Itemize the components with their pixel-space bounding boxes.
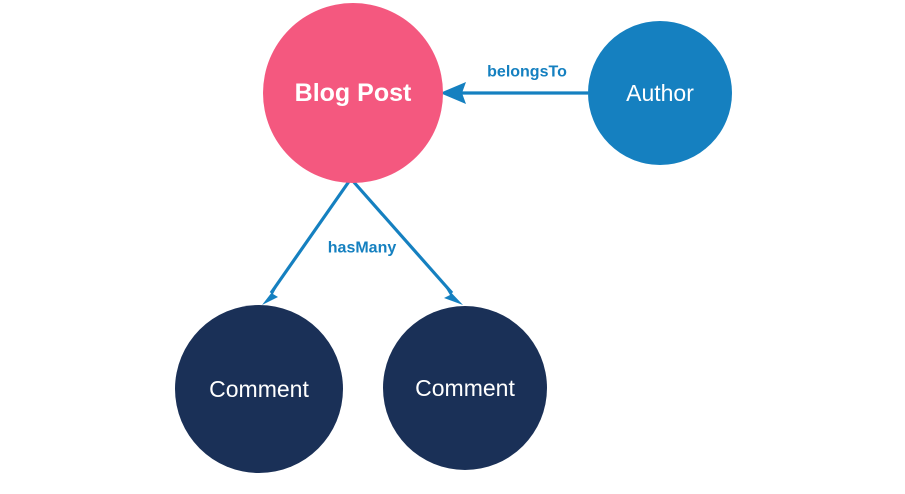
node-blog-post-circle	[263, 3, 443, 183]
edge-has-many[interactable]	[262, 178, 463, 305]
edge-belongs-to-arrowhead	[440, 82, 466, 104]
edge-label-belongs-to: belongsTo	[487, 64, 567, 81]
node-comment-2-circle	[383, 306, 547, 470]
node-blog-post-label: Blog Post	[295, 79, 412, 107]
node-blog-post[interactable]: Blog Post	[263, 3, 443, 183]
node-comment-1-circle	[175, 305, 343, 473]
edge-has-many-left-line	[269, 179, 352, 294]
node-comment-2[interactable]: Comment	[383, 306, 547, 470]
edge-belongs-to[interactable]	[440, 82, 588, 104]
edge-has-many-right-line	[350, 178, 454, 295]
edge-has-many-left-arrowhead	[262, 283, 279, 305]
node-comment-2-label: Comment	[415, 375, 515, 401]
node-comment-1-label: Comment	[209, 376, 309, 402]
node-author[interactable]: Author	[588, 21, 732, 165]
edge-label-has-many: hasMany	[328, 240, 397, 257]
edge-has-many-right-arrowhead	[444, 285, 463, 305]
node-comment-1[interactable]: Comment	[175, 305, 343, 473]
node-author-circle	[588, 21, 732, 165]
node-author-label: Author	[626, 80, 694, 106]
